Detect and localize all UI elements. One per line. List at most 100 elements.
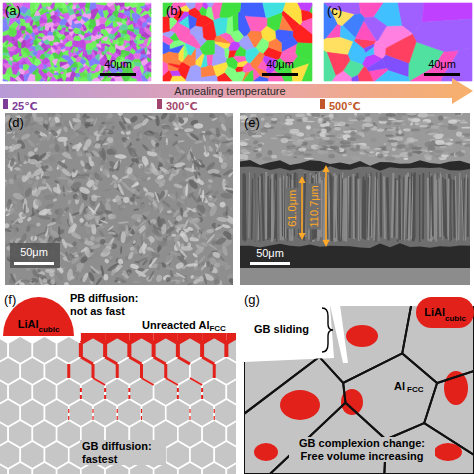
surface-grain (162, 125, 171, 130)
grain-cell (134, 19, 138, 23)
surface-grain (89, 173, 93, 178)
grain-cell (25, 9, 30, 16)
surface-grain (64, 207, 74, 217)
surface-grain (146, 176, 151, 181)
surface-grain (215, 142, 222, 153)
grain-cell (66, 22, 71, 27)
scale-bar (424, 73, 460, 76)
scale-bar (262, 73, 298, 76)
surface-grain (154, 142, 160, 148)
surface-grain (168, 168, 177, 175)
surface-grain (185, 263, 197, 267)
grain-cell (77, 52, 79, 56)
surface-grain (96, 224, 108, 229)
grain-cell (109, 5, 115, 11)
grain-cell (3, 36, 7, 43)
surface-grain (80, 160, 86, 168)
surface-grain (183, 208, 190, 215)
surface-grain (409, 132, 413, 135)
grain-cell (28, 65, 37, 74)
surface-grain (212, 189, 220, 197)
surface-grain (52, 198, 57, 202)
grain-cell (47, 32, 52, 36)
surface-grain (225, 207, 231, 212)
surface-grain (122, 196, 130, 203)
surface-grain (103, 274, 108, 281)
orientation-map (324, 3, 472, 81)
grain-cell (200, 40, 215, 54)
surface-grain (48, 152, 58, 155)
grain-cell (72, 53, 77, 55)
surface-grain (94, 143, 101, 149)
grain-cell (302, 61, 312, 81)
surface-grain (45, 202, 55, 210)
grain-cell (47, 22, 54, 26)
surface-grain (134, 174, 147, 182)
surface-grain (95, 277, 103, 285)
surface-grain (100, 189, 112, 201)
surface-grain (207, 191, 213, 193)
surface-grain (142, 114, 153, 121)
surface-grain (17, 169, 27, 174)
surface-grain (12, 192, 25, 201)
grain-cell (324, 50, 335, 81)
grain-cell (47, 36, 54, 41)
surface-grain (92, 185, 96, 190)
surface-grain (64, 282, 70, 285)
surface-grain (5, 146, 9, 150)
surface-grain (126, 131, 132, 135)
grain-cell (52, 59, 58, 65)
grain-cell (124, 11, 129, 15)
surface-grain (219, 201, 227, 209)
surface-grain (34, 186, 43, 198)
grain-cell (111, 78, 115, 81)
grain-cell (84, 36, 92, 40)
surface-grain (74, 255, 79, 257)
surface-grain (172, 120, 175, 124)
surface-grain (191, 207, 197, 213)
grain-cell (100, 55, 104, 60)
grain-cell (86, 10, 91, 14)
surface-grain (54, 144, 60, 152)
grain-cell (61, 72, 64, 74)
grain-cell (90, 68, 95, 71)
surface-grain (150, 250, 160, 259)
surface-grain (21, 212, 27, 218)
surface-grain (174, 144, 182, 155)
grain-cell (375, 71, 410, 81)
grain-cell (18, 37, 24, 42)
grain-cell (213, 62, 228, 76)
surface-grain (102, 247, 110, 255)
surface-grain (85, 227, 90, 235)
grain-cell (40, 54, 45, 59)
surface-grain (158, 178, 167, 188)
surface-grain (67, 199, 72, 205)
surface-grain (195, 203, 206, 214)
grain-cell (79, 3, 86, 8)
surface-grain (32, 207, 35, 216)
surface-grain (193, 123, 203, 129)
surface-grain (115, 276, 127, 284)
surface-grain (136, 130, 142, 137)
surface-grain (84, 240, 95, 247)
surface-grain (144, 194, 155, 205)
surface-grain (216, 216, 228, 222)
surface-grain (188, 217, 201, 225)
surface-grain (16, 181, 25, 193)
grain-cell (113, 40, 117, 42)
grain-cell (72, 47, 75, 51)
surface-grain (108, 231, 116, 235)
surface-grain (81, 272, 89, 283)
surface-grain (214, 279, 221, 285)
surface-grain (112, 180, 123, 183)
grain-cell (118, 5, 120, 9)
surface-grain (112, 158, 123, 170)
grain-cell (37, 3, 42, 11)
grain-cell (343, 14, 364, 37)
grain-cell (40, 8, 45, 15)
sem-texture (5, 113, 233, 285)
grain-cell (22, 47, 30, 55)
surface-grain (41, 190, 46, 195)
surface-grain (222, 168, 233, 177)
